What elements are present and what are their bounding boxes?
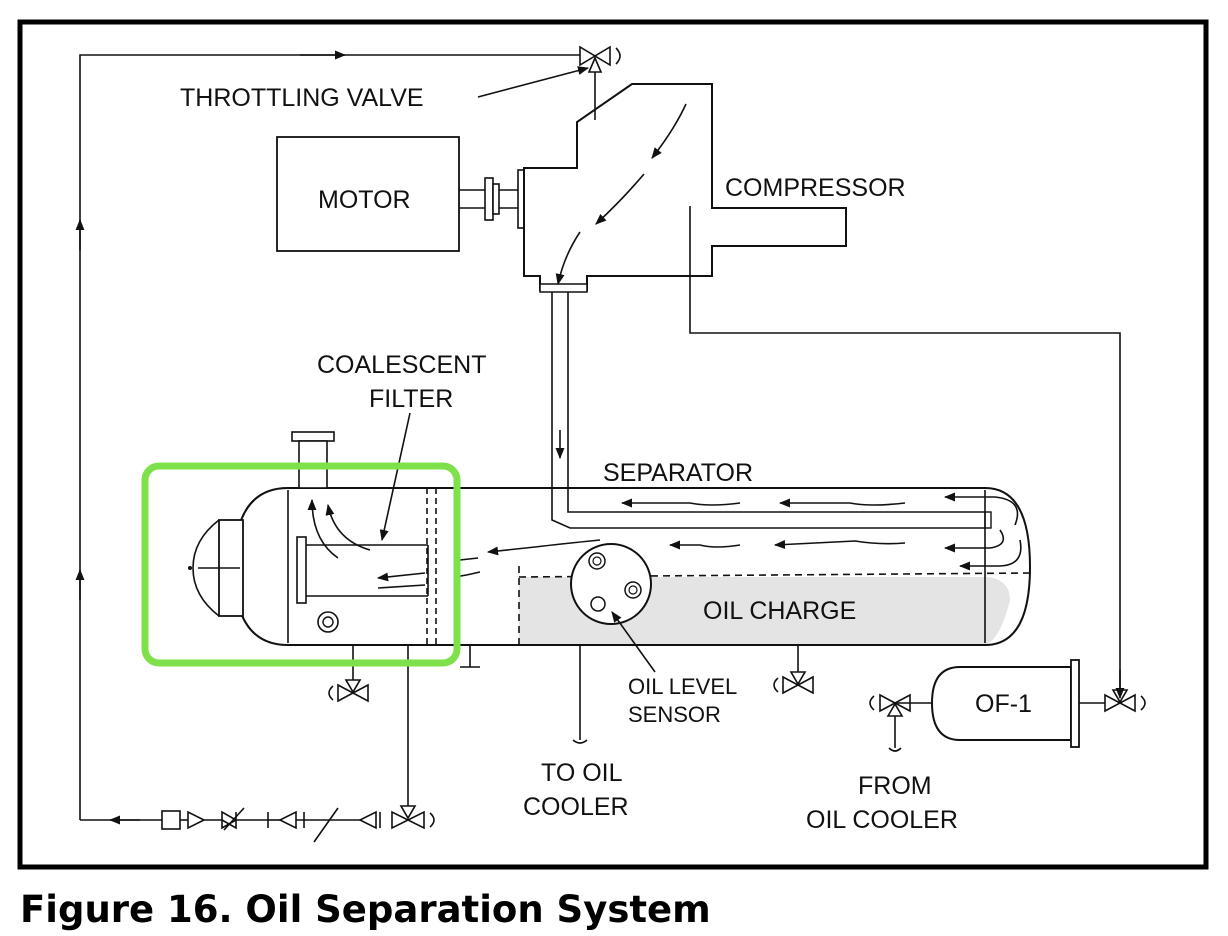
separator-outlet-nozzle [291,431,335,489]
oil-level-sensor-label-2: SENSOR [628,702,721,727]
from-oil-cooler-label-2: OIL COOLER [806,806,958,834]
to-oil-cooler-label-2: COOLER [523,793,629,821]
drain-valve-right [773,645,814,695]
to-oil-cooler-line [572,645,588,744]
figure-caption: Figure 16. Oil Separation System [20,888,711,931]
bottom-return-line [80,645,435,843]
shaft-coupling [459,169,525,229]
throttling-valve-leader [477,66,590,98]
motor-label: MOTOR [318,186,411,214]
discharge-pipe [551,292,992,529]
compressor-body [523,83,847,291]
drain-valve-left [328,645,369,703]
coalescent-filter-element [296,488,437,645]
throttling-valve-label: THROTTLING VALVE [180,84,424,112]
from-oil-cooler-label-1: FROM [858,772,932,800]
separator-flow-arrows [307,492,1022,589]
top-return-line [75,50,580,820]
oil-level-sensor-leader [611,611,656,673]
compressor-label: COMPRESSOR [725,174,906,202]
oil-level-sensor-label-1: OIL LEVEL [628,674,737,699]
oil-injection-line [689,206,1121,690]
separator-end-cover [188,519,244,617]
motor-box [276,136,460,252]
separator-label: SEPARATOR [603,459,753,487]
of1-label: OF-1 [975,690,1032,718]
to-oil-cooler-label-1: TO OIL [541,759,623,787]
coalescent-filter-leader [379,412,411,542]
coalescent-filter-label-2: FILTER [369,385,453,413]
compressor-flow-arrows [555,103,687,286]
oil-filter-of1 [869,659,1146,752]
oil-charge-label: OIL CHARGE [703,597,856,625]
highlight-box [141,462,461,667]
throttling-valve-symbol [579,45,621,120]
diagram-frame [17,19,1209,870]
coalescent-filter-label-1: COALESCENT [317,351,486,379]
vessel-support [460,645,480,668]
compressor-discharge-flange [539,283,588,293]
oil-level-sensor [570,543,652,625]
